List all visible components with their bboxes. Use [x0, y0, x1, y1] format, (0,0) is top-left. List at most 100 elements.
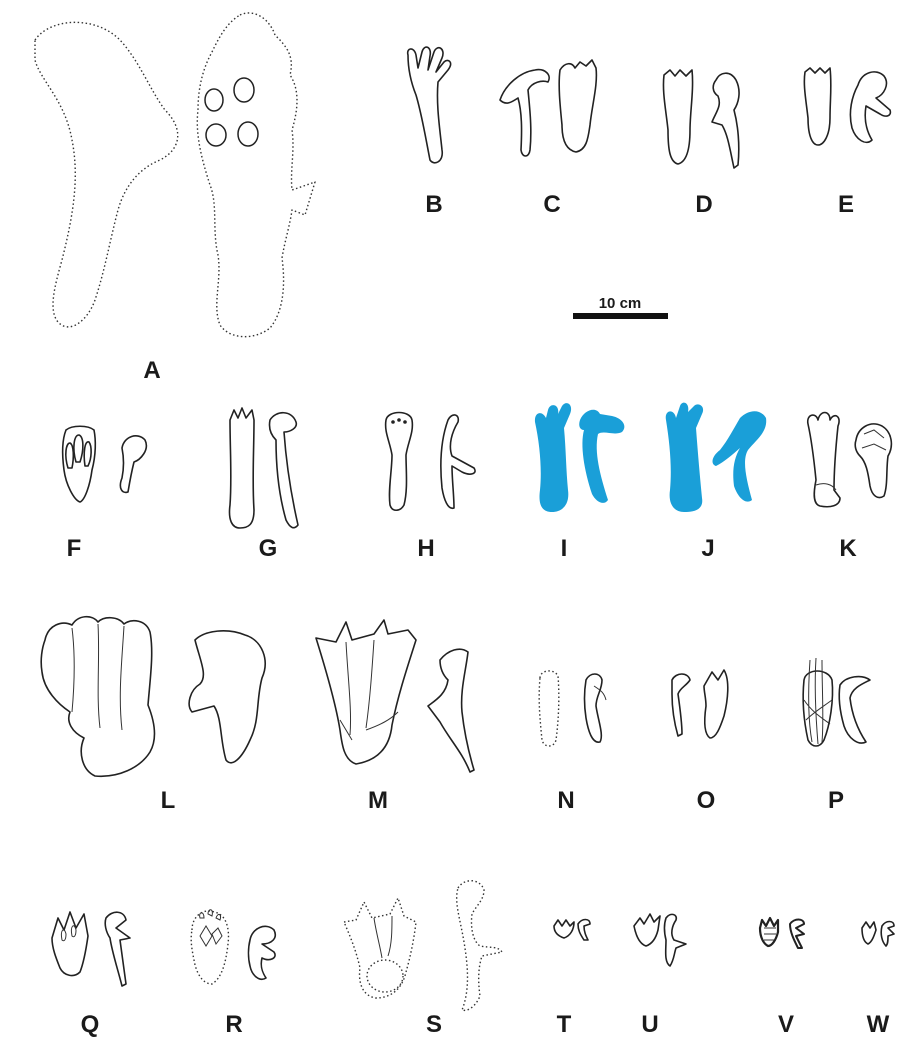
panel-label-k: K	[839, 535, 857, 562]
footprint-m-digit-lines	[340, 640, 398, 740]
panel-label-v: V	[778, 1011, 794, 1038]
footprint-l-digit-lines	[72, 624, 124, 730]
footprint-h	[386, 413, 475, 511]
footprint-e-sole-outline	[804, 68, 831, 145]
footprint-i	[535, 403, 624, 512]
footprint-o-side-outline	[672, 674, 690, 736]
footprint-w-sole-outline	[862, 922, 876, 944]
footprint-j	[666, 403, 766, 512]
panel-label-d: D	[695, 191, 712, 218]
footprint-b-outline	[408, 47, 451, 163]
footprint-h-pad-3	[403, 420, 407, 424]
footprint-k-toe-lines	[862, 430, 886, 450]
footprint-o-sole-outline	[704, 670, 728, 738]
panel-label-f: F	[67, 535, 82, 562]
footprint-u-side-outline	[665, 914, 687, 966]
scale-bar: 10 cm	[573, 295, 668, 319]
footprint-u	[634, 914, 686, 966]
panel-label-a: A	[143, 357, 160, 384]
footprint-k-heel-line	[816, 484, 836, 490]
footprint-n-side-outline	[585, 674, 603, 742]
footprint-s-heel-pad	[367, 960, 403, 992]
footprint-j-side	[713, 411, 767, 501]
footprint-s-digit-lines	[374, 916, 392, 958]
panel-label-n: N	[557, 787, 574, 814]
footprint-h-pad-1	[391, 420, 395, 424]
panel-label-c: C	[543, 191, 560, 218]
footprint-w-side-outline	[881, 922, 894, 947]
panel-label-q: Q	[81, 1011, 100, 1038]
footprint-g-sole-outline	[229, 408, 254, 528]
footprint-a-side-outline	[35, 22, 178, 327]
footprint-p-side-outline	[839, 677, 870, 743]
footprint-f-digit-2	[74, 435, 83, 462]
footprint-m-sole-outline	[316, 620, 416, 764]
scale-bar-line	[573, 313, 668, 319]
panel-label-r: R	[225, 1011, 242, 1038]
footprint-v-digit-lines	[764, 928, 776, 940]
footprint-u-sole-outline	[634, 914, 660, 946]
footprint-p	[803, 658, 870, 746]
footprint-h-pad-2	[397, 418, 401, 422]
panel-label-h: H	[417, 535, 434, 562]
panel-label-b: B	[425, 191, 442, 218]
footprint-r-sole-outline	[191, 911, 228, 984]
panel-label-t: T	[557, 1011, 572, 1038]
footprint-b	[408, 47, 451, 163]
footprint-g	[229, 408, 298, 528]
footprint-d	[663, 70, 739, 168]
footprint-v-sole	[760, 918, 778, 946]
footprint-n	[539, 671, 606, 746]
panel-label-e: E	[838, 191, 854, 218]
footprint-a-pad-3	[206, 124, 226, 146]
footprint-q-pad-2	[71, 926, 76, 937]
footprint-f-digit-3	[84, 442, 91, 466]
footprint-n-sole-outline	[539, 671, 559, 746]
footprint-v	[760, 918, 804, 948]
footprint-q	[52, 912, 130, 986]
footprint-t-sole-outline	[554, 920, 574, 938]
footprint-f	[63, 426, 147, 502]
footprint-g-side-outline	[269, 413, 298, 528]
footprint-k-side-outline	[855, 424, 891, 498]
panel-label-p: P	[828, 787, 844, 814]
footprint-f-side-outline	[120, 436, 146, 493]
footprint-s	[344, 881, 502, 1011]
footprint-a	[35, 13, 315, 337]
footprint-i-sole	[535, 403, 571, 512]
footprint-t-side-outline	[578, 920, 590, 941]
footprint-e	[804, 68, 890, 145]
panel-label-u: U	[641, 1011, 658, 1038]
panel-label-l: L	[161, 787, 176, 814]
footprint-d-side-outline	[712, 73, 739, 168]
footprint-h-sole-outline	[386, 413, 413, 511]
panel-label-s: S	[426, 1011, 442, 1038]
footprint-v-side	[790, 920, 804, 949]
footprint-j-sole	[666, 403, 703, 512]
footprint-a-pad-2	[234, 78, 254, 102]
footprint-e-side-outline	[850, 72, 890, 142]
footprint-m-side-outline	[428, 649, 474, 772]
panel-label-g: G	[259, 535, 278, 562]
footprint-c-side-outline	[500, 70, 549, 156]
panel-label-j: J	[701, 535, 714, 562]
footprint-t	[554, 920, 590, 941]
panel-label-o: O	[697, 787, 716, 814]
footprint-a-pad-1	[205, 89, 223, 111]
footprint-l	[41, 617, 265, 777]
footprint-k	[808, 413, 892, 507]
footprint-p-sole-outline	[803, 671, 832, 746]
footprint-a-pad-4	[238, 122, 258, 146]
footprint-d-sole-outline	[663, 70, 692, 164]
footprint-c	[500, 60, 596, 156]
footprint-k-sole-outline	[808, 413, 840, 507]
footprint-m	[316, 620, 474, 772]
footprint-q-side-outline	[105, 912, 130, 986]
panel-label-m: M	[368, 787, 388, 814]
footprint-q-pad-1	[61, 930, 66, 941]
footprint-r-side-outline	[249, 926, 276, 979]
footprint-c-sole-outline	[559, 60, 596, 152]
panel-label-i: I	[561, 535, 568, 562]
footprint-o	[672, 670, 728, 738]
